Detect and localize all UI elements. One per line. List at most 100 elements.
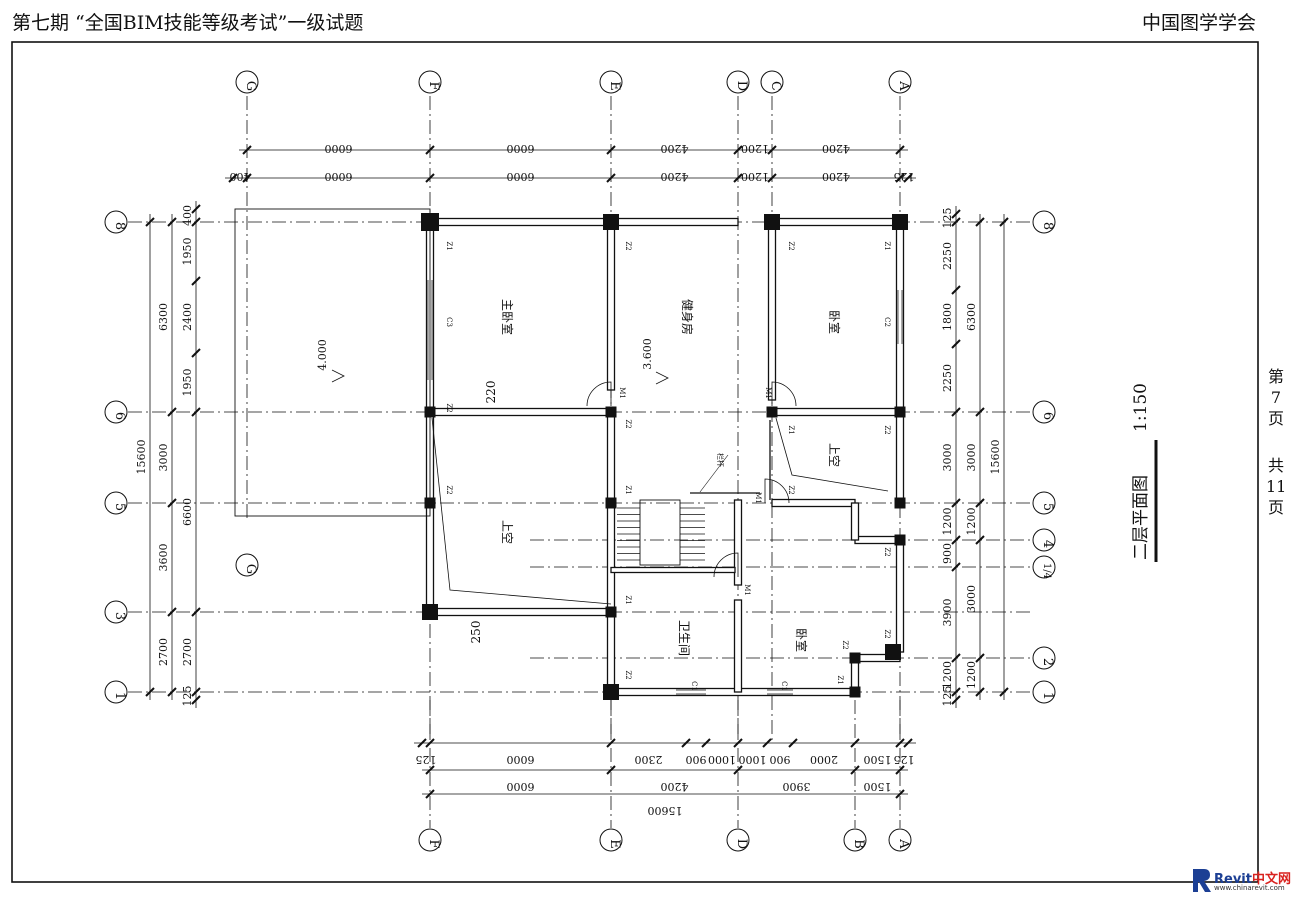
dim-tick — [733, 765, 743, 775]
structural-column — [422, 604, 438, 620]
axis-label-bottom-D: D — [734, 839, 749, 849]
dim-right-outer-label-0: 15600 — [989, 440, 1002, 475]
page-marker-4: 共 — [1267, 456, 1284, 475]
dim-tick — [701, 738, 711, 748]
axis-label-top-A: A — [896, 80, 911, 91]
dim-tick — [850, 738, 860, 748]
dim-right-mid-label-2: 1200 — [965, 508, 978, 536]
void-diagonal — [431, 417, 612, 605]
dim-tick — [167, 407, 177, 417]
window-tag-c2: C2 — [883, 317, 891, 327]
dim-bottom-row1-label-1: 6000 — [507, 753, 535, 766]
structural-column — [605, 606, 617, 618]
column-tag: Z2 — [445, 403, 453, 412]
dim-right-inner-label-7: 3900 — [941, 599, 954, 627]
dim-tick — [228, 173, 238, 183]
dim-left-outer-label-0: 15600 — [135, 440, 148, 475]
dim-bottom-row2-label-1: 4200 — [661, 780, 689, 793]
axis-bubble-right-4 — [1032, 528, 1056, 552]
structural-column — [605, 406, 617, 418]
page-marker-2: 7 — [1270, 388, 1282, 407]
axis-bubble-left-8 — [104, 210, 128, 234]
dim-bottom-row1-label-5: 1000 — [739, 753, 767, 766]
dim-tick — [191, 217, 201, 227]
dim-tick — [903, 738, 913, 748]
dim-tick — [999, 687, 1009, 697]
page-marker-1: 第 — [1267, 367, 1284, 386]
dim-tick — [242, 145, 252, 155]
dim-right-mid-label-0: 6300 — [965, 303, 978, 331]
dim-tick — [191, 348, 201, 358]
axis-label-right-6: 6 — [1040, 412, 1055, 420]
drawing-title-block: 二层平面图 1:150 — [1131, 383, 1158, 562]
dim-top-row2-label-1: 6000 — [325, 170, 353, 183]
dim-tick — [975, 498, 985, 508]
page-marker-5: 11 — [1266, 477, 1287, 496]
axis-label-left-1: 1 — [112, 692, 127, 700]
column-tag: Z2 — [624, 241, 632, 250]
column-tag: Z1 — [624, 485, 632, 494]
dim-tick — [903, 173, 913, 183]
walls — [234, 208, 908, 700]
dim-top-row2-label-4: 1200 — [741, 170, 769, 183]
dim-top-row1-label-1: 6000 — [507, 142, 535, 155]
door-swing — [586, 381, 612, 407]
column-tag: Z1 — [883, 241, 891, 250]
axis-label-right-1: 1 — [1040, 692, 1055, 700]
dim-top-row1-label-4: 4200 — [822, 142, 850, 155]
dim-tick — [975, 653, 985, 663]
structural-column — [424, 406, 436, 418]
dim-tick — [767, 145, 777, 155]
axis-label-top-F: F — [426, 81, 441, 90]
wall-segment — [429, 607, 612, 617]
dim-tick — [767, 173, 777, 183]
axis-label-bottom-F: F — [426, 839, 441, 848]
dim-top-row1-label-0: 6000 — [325, 142, 353, 155]
dim-tick — [606, 765, 616, 775]
door-tag: M1 — [764, 387, 772, 399]
structural-column — [605, 497, 617, 509]
structural-column — [603, 684, 619, 700]
dim-tick — [975, 687, 985, 697]
axis-bubble-bottom-B — [843, 828, 867, 852]
axis-label-top-G: G — [243, 81, 258, 91]
axis-bubble-top-C — [760, 70, 784, 94]
dim-tick — [951, 653, 961, 663]
dim-tick — [606, 738, 616, 748]
dim-tick — [425, 145, 435, 155]
wall-segment — [429, 217, 739, 227]
axis-bubble-top-A — [888, 70, 912, 94]
dim-tick — [191, 204, 201, 214]
axis-label-right-4: 4 — [1040, 540, 1055, 548]
dim-left-inner-label-0: 400 — [181, 205, 194, 226]
dim-tick — [951, 562, 961, 572]
column-tag: Z1 — [445, 241, 453, 250]
drawing-title: 二层平面图 — [1131, 475, 1151, 560]
dim-top-row1-label-2: 4200 — [661, 142, 689, 155]
axis-label-right-8: 8 — [1040, 222, 1055, 230]
axis-bubble-bottom-D — [726, 828, 750, 852]
wall-segment — [610, 687, 856, 697]
dim-bottom-row1-label-6: 900 — [770, 753, 791, 766]
room-label-void-2: 上空 — [827, 443, 841, 467]
wall-dim-250: 250 — [469, 621, 483, 644]
door-tag: M1 — [618, 387, 626, 399]
door-swing — [713, 552, 739, 578]
dim-tick — [733, 173, 743, 183]
dim-bottom-row2-label-0: 6000 — [507, 780, 535, 793]
level-mark-floor: 3.600 — [641, 338, 654, 370]
dim-left-mid-label-1: 3000 — [157, 444, 170, 472]
wall-segment — [850, 502, 860, 541]
dim-left-inner-label-2: 2400 — [181, 303, 194, 331]
organization-name: 中国图学学会 — [1141, 12, 1256, 34]
dim-tick — [167, 217, 177, 227]
dim-right-inner-label-9: 125 — [941, 686, 954, 707]
axis-bubble-bottom-A — [888, 828, 912, 852]
wall-dim-220: 220 — [484, 381, 498, 404]
column-tag: Z2 — [841, 640, 849, 649]
dim-left-mid-label-2: 3600 — [157, 544, 170, 572]
structural-column — [421, 213, 439, 231]
